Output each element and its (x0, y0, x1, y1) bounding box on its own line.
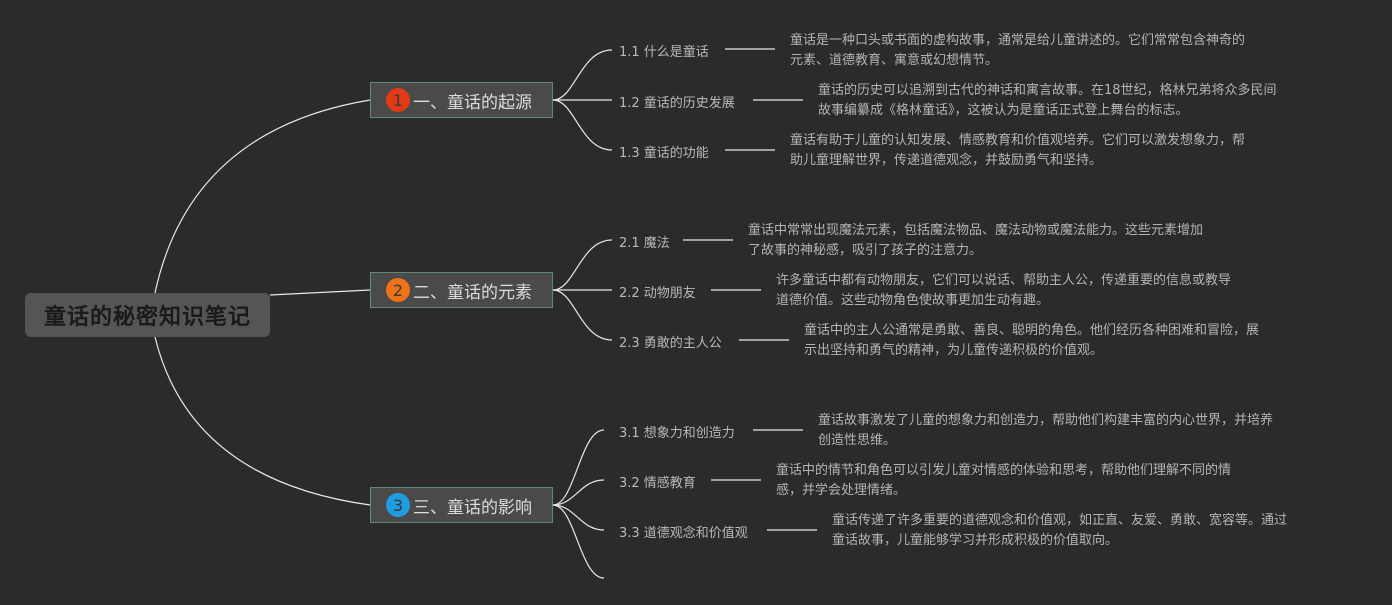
desc-line: 童话故事，儿童能够学习并形成积极的价值取向。 (832, 533, 1119, 548)
desc-line: 道德价值。这些动物角色使故事更加生动有趣。 (776, 293, 1050, 308)
desc-line: 许多童话中都有动物朋友，它们可以说话、帮助主人公，传递重要的信息或教导 (776, 273, 1232, 288)
root-node[interactable]: 童话的秘密知识笔记 (25, 293, 270, 337)
desc-line: 童话中的主人公通常是勇敢、善良、聪明的角色。他们经历各种困难和冒险，展 (804, 323, 1260, 338)
branch-2-to-leaf-3 (552, 289, 613, 341)
branch-1-label: 一、童话的起源 (413, 92, 532, 113)
leaf-1-1[interactable]: 1.1 什么是童话 (619, 45, 709, 60)
desc-line: 童话的历史可以追溯到古代的神话和寓言故事。在18世纪，格林兄弟将众多民间 (818, 83, 1277, 98)
desc-line: 童话传递了许多重要的道德观念和价值观，如正直、友爱、勇敢、宽容等。通过 (832, 513, 1288, 528)
root-title: 童话的秘密知识笔记 (43, 305, 251, 330)
branch-1-to-leaf-3 (552, 99, 613, 151)
desc-line: 童话中常常出现魔法元素，包括魔法物品、魔法动物或魔法能力。这些元素增加 (748, 223, 1204, 238)
branch-2-number-badge: 2 (386, 278, 410, 302)
branch-3-to-leaf-2 (552, 479, 605, 506)
root-to-branch-2 (269, 289, 371, 296)
desc-line: 感，并学会处理情绪。 (776, 483, 907, 498)
desc-line: 童话中的情节和角色可以引发儿童对情感的体验和思考，帮助他们理解不同的情 (776, 463, 1232, 478)
branch-node-2[interactable]: 2 二、童话的元素 (370, 272, 553, 308)
leaf-1-3[interactable]: 1.3 童话的功能 (619, 146, 709, 161)
desc-2-1: 童话中常常出现魔法元素，包括魔法物品、魔法动物或魔法能力。这些元素增加 了故事的… (748, 221, 1248, 261)
branch-1-to-leaf-1 (552, 49, 613, 101)
desc-line: 了故事的神秘感，吸引了孩子的注意力。 (748, 243, 983, 258)
desc-line: 童话是一种口头或书面的虚构故事，通常是给儿童讲述的。它们常常包含神奇的 (790, 33, 1246, 48)
branch-1-number-badge: 1 (386, 88, 410, 112)
branch-3-to-leaf-3 (552, 504, 605, 531)
leaf-2-2[interactable]: 2.2 动物朋友 (619, 286, 696, 301)
leaf-2-1[interactable]: 2.1 魔法 (619, 236, 670, 251)
branch-2-to-leaf-1 (552, 239, 613, 291)
branch-3-to-leaf-4 (552, 504, 605, 579)
branch-3-number-badge: 3 (386, 493, 410, 517)
leaf-3-1[interactable]: 3.1 想象力和创造力 (619, 426, 735, 441)
desc-line: 示出坚持和勇气的精神，为儿童传递积极的价值观。 (804, 343, 1104, 358)
branch-2-label: 二、童话的元素 (413, 282, 532, 303)
desc-line: 童话有助于儿童的认知发展、情感教育和价值观培养。它们可以激发想象力，帮 (790, 133, 1246, 148)
root-to-branch-1 (154, 99, 371, 294)
desc-1-2: 童话的历史可以追溯到古代的神话和寓言故事。在18世纪，格林兄弟将众多民间 故事编… (818, 81, 1318, 121)
desc-line: 助儿童理解世界，传递道德观念，并鼓励勇气和坚持。 (790, 153, 1103, 168)
desc-line: 童话故事激发了儿童的想象力和创造力，帮助他们构建丰富的内心世界，并培养 (818, 413, 1274, 428)
branch-node-3[interactable]: 3 三、童话的影响 (370, 487, 553, 523)
branch-node-1[interactable]: 1 一、童话的起源 (370, 82, 553, 118)
branch-3-to-leaf-1 (552, 429, 605, 506)
desc-1-3: 童话有助于儿童的认知发展、情感教育和价值观培养。它们可以激发想象力，帮 助儿童理… (790, 131, 1290, 171)
desc-3-1: 童话故事激发了儿童的想象力和创造力，帮助他们构建丰富的内心世界，并培养 创造性思… (818, 411, 1318, 451)
leaf-2-3[interactable]: 2.3 勇敢的主人公 (619, 336, 722, 351)
desc-3-2: 童话中的情节和角色可以引发儿童对情感的体验和思考，帮助他们理解不同的情 感，并学… (776, 461, 1276, 501)
desc-line: 创造性思维。 (818, 433, 897, 448)
desc-3-3: 童话传递了许多重要的道德观念和价值观，如正直、友爱、勇敢、宽容等。通过 童话故事… (832, 511, 1332, 551)
desc-2-2: 许多童话中都有动物朋友，它们可以说话、帮助主人公，传递重要的信息或教导 道德价值… (776, 271, 1276, 311)
desc-line: 元素、道德教育、寓意或幻想情节。 (790, 53, 999, 68)
desc-2-3: 童话中的主人公通常是勇敢、善良、聪明的角色。他们经历各种困难和冒险，展 示出坚持… (804, 321, 1304, 361)
leaf-1-2[interactable]: 1.2 童话的历史发展 (619, 96, 735, 111)
leaf-3-2[interactable]: 3.2 情感教育 (619, 476, 696, 491)
leaf-3-3[interactable]: 3.3 道德观念和价值观 (619, 526, 748, 541)
desc-1-1: 童话是一种口头或书面的虚构故事，通常是给儿童讲述的。它们常常包含神奇的 元素、道… (790, 31, 1290, 71)
branch-3-label: 三、童话的影响 (413, 497, 532, 518)
root-to-branch-3 (154, 336, 371, 506)
desc-line: 故事编纂成《格林童话》，这被认为是童话正式登上舞台的标志。 (818, 103, 1189, 118)
